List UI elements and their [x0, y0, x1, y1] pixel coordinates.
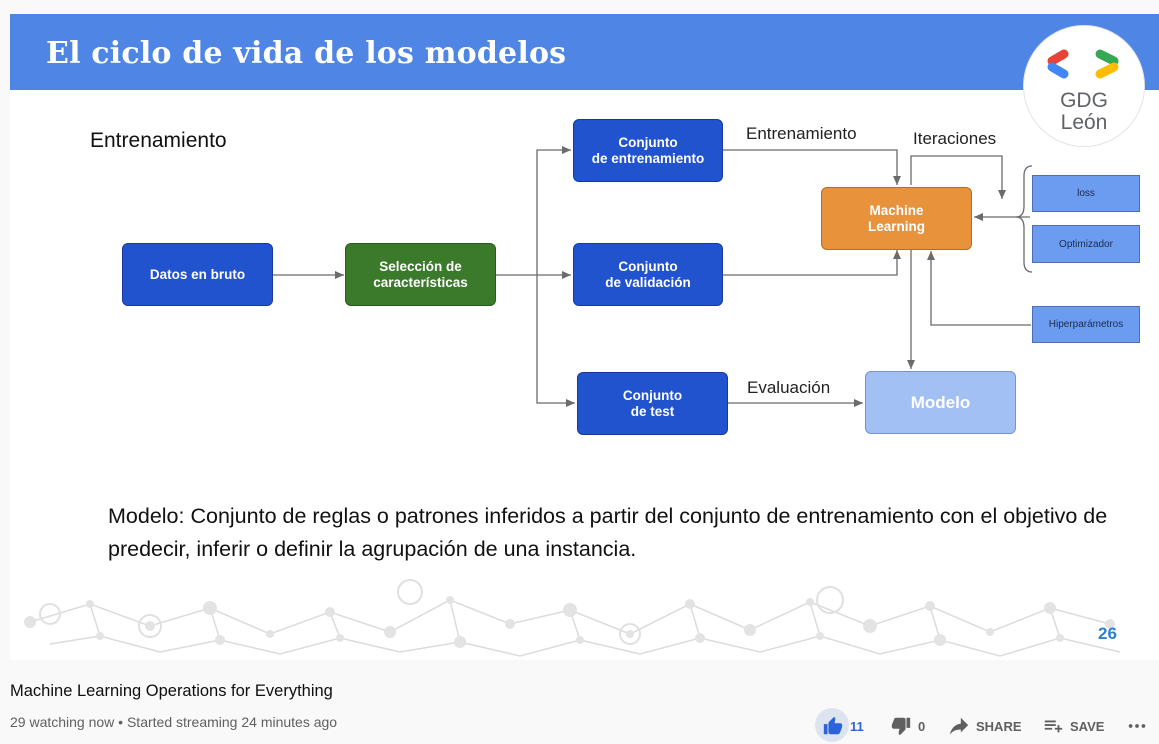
save-label: SAVE — [1070, 718, 1105, 734]
share-icon — [949, 717, 969, 735]
thumbs-up-icon — [823, 716, 843, 735]
gdg-logo-icon — [1047, 49, 1119, 79]
box-train-set: Conjunto de entrenamiento — [573, 119, 723, 182]
video-title: Machine Learning Operations for Everythi… — [10, 682, 333, 700]
box-machine-learning: Machine Learning — [821, 187, 972, 250]
like-button[interactable]: 11 — [822, 708, 864, 744]
edge-label-training: Entrenamiento — [746, 124, 857, 143]
slide-title: El ciclo de vida de los modelos — [46, 36, 567, 71]
share-button[interactable]: SHARE — [948, 708, 1022, 744]
logo-text-city: León — [1060, 111, 1108, 134]
gdg-leon-logo: GDG León — [1024, 26, 1144, 146]
slide-number: 26 — [1098, 624, 1117, 643]
logo-text-gdg: GDG — [1060, 89, 1108, 112]
like-count: 11 — [850, 718, 864, 734]
more-horiz-icon — [1128, 724, 1146, 728]
edge-label-iterations: Iteraciones — [913, 129, 997, 148]
box-test-set: Conjunto de test — [577, 372, 728, 435]
thumbs-down-icon — [891, 717, 911, 736]
share-label: SHARE — [976, 718, 1022, 734]
diagram-connectors — [273, 146, 1033, 407]
save-button[interactable]: SAVE — [1042, 708, 1104, 744]
dislike-button[interactable]: 0 — [890, 708, 925, 744]
box-hyperparameters: Hiperparámetros — [1032, 306, 1140, 343]
model-definition-text: Modelo: Conjunto de reglas o patrones in… — [108, 504, 1108, 561]
box-optimizer: Optimizador — [1032, 225, 1140, 263]
video-meta: 29 watching now • Started streaming 24 m… — [10, 714, 338, 730]
box-feature-selection: Selección de características — [345, 243, 496, 306]
more-actions-button[interactable] — [1126, 708, 1148, 744]
box-raw-data: Datos en bruto — [122, 243, 273, 306]
box-loss: loss — [1032, 175, 1140, 212]
edge-label-evaluation: Evaluación — [747, 378, 831, 397]
presentation-slide: El ciclo de vida de los modelos GDG León… — [10, 14, 1159, 660]
slide-header: El ciclo de vida de los modelos — [10, 14, 1159, 90]
box-model: Modelo — [865, 371, 1016, 434]
box-validation-set: Conjunto de validación — [573, 243, 723, 306]
playlist-add-icon — [1044, 720, 1063, 733]
dislike-count: 0 — [918, 718, 926, 734]
section-heading: Entrenamiento — [90, 129, 227, 152]
network-decoration — [24, 579, 1121, 657]
